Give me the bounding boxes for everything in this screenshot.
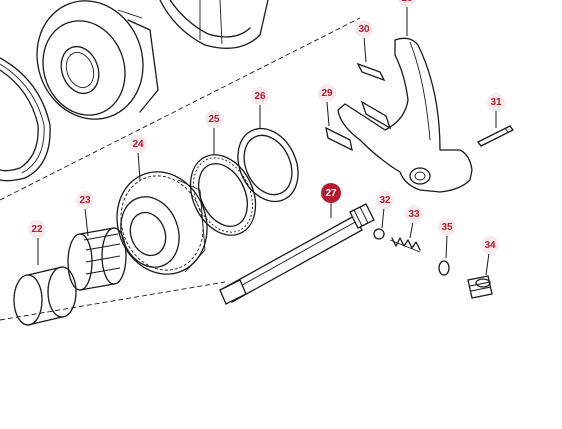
callout-35[interactable]: 35 xyxy=(438,218,456,236)
callout-group: 22 23 24 25 26 27 28 29 30 31 32 33 34 35 xyxy=(28,0,505,254)
callout-badge xyxy=(321,183,341,203)
callout-badge xyxy=(129,135,147,153)
callout-34[interactable]: 34 xyxy=(481,236,499,254)
callout-badge xyxy=(355,20,373,38)
callout-badge xyxy=(251,87,269,105)
callout-31[interactable]: 31 xyxy=(487,93,505,111)
callout-badge xyxy=(76,191,94,209)
part-32-ball xyxy=(373,228,385,240)
part-22-bush xyxy=(13,266,77,326)
callout-29[interactable]: 29 xyxy=(318,84,336,102)
callout-24[interactable]: 24 xyxy=(129,135,147,153)
callout-label: 32 xyxy=(379,195,391,206)
callout-label: 24 xyxy=(132,139,144,150)
callout-32[interactable]: 32 xyxy=(376,191,394,209)
axis-lines xyxy=(0,17,361,321)
part-35-o-ring xyxy=(438,260,450,276)
part-synchro-sleeve xyxy=(159,0,269,49)
part-synchro-hub xyxy=(36,0,159,120)
callout-badge xyxy=(205,110,223,128)
part-30-fork-pads xyxy=(356,62,392,130)
part-28-shift-fork xyxy=(337,37,473,193)
callout-25[interactable]: 25 xyxy=(205,110,223,128)
callout-label: 28 xyxy=(401,0,413,4)
callout-label: 22 xyxy=(31,224,43,235)
part-26-thrust-washer xyxy=(237,127,299,203)
callout-28[interactable]: 28 xyxy=(398,0,416,7)
part-24-gear xyxy=(116,171,208,275)
part-25-synchro-ring xyxy=(189,154,257,236)
callout-label: 35 xyxy=(441,222,453,233)
callout-label: 34 xyxy=(484,240,496,251)
callout-23[interactable]: 23 xyxy=(76,191,94,209)
part-ring-gear-left xyxy=(0,57,51,182)
callout-badge xyxy=(28,220,46,238)
callout-badge xyxy=(481,236,499,254)
callout-22[interactable]: 22 xyxy=(28,220,46,238)
callout-label: 26 xyxy=(254,91,266,102)
callout-badge xyxy=(438,218,456,236)
part-34-plug xyxy=(467,275,493,299)
callout-label: 25 xyxy=(208,114,220,125)
callout-label: 27 xyxy=(325,188,337,199)
callout-label: 29 xyxy=(321,88,333,99)
callout-27[interactable]: 27 xyxy=(321,183,341,203)
callout-30[interactable]: 30 xyxy=(355,20,373,38)
part-33-spring xyxy=(389,237,421,253)
callout-badge xyxy=(318,84,336,102)
callout-badge xyxy=(398,0,416,7)
callout-label: 30 xyxy=(358,24,370,35)
callout-26[interactable]: 26 xyxy=(251,87,269,105)
callout-badge xyxy=(487,93,505,111)
part-23-needle-bearing xyxy=(67,227,127,291)
leader-lines xyxy=(37,3,497,276)
callout-badge xyxy=(376,191,394,209)
callout-label: 33 xyxy=(408,209,420,220)
part-29-fork-pad xyxy=(325,126,353,152)
callout-badge xyxy=(405,205,423,223)
part-31-pin xyxy=(477,125,514,147)
part-27-shift-shaft xyxy=(219,203,375,305)
callout-label: 23 xyxy=(79,195,91,206)
callout-33[interactable]: 33 xyxy=(405,205,423,223)
callout-label: 31 xyxy=(490,97,502,108)
